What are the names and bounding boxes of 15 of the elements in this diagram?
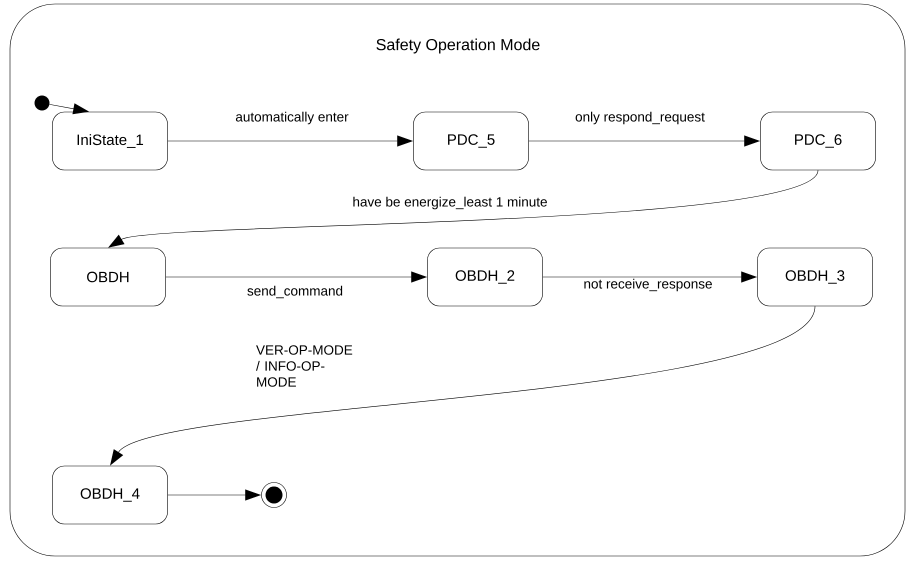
transition-label: send_command	[247, 286, 342, 298]
final-state-symbol	[261, 482, 287, 508]
transition-label: VER-OP-MODE / INFO-OP-MODE	[256, 345, 352, 387]
transition-label: only respond_request	[576, 112, 705, 124]
transition-label: automatically enter	[236, 112, 348, 124]
state-box: OBDH_4	[52, 466, 168, 524]
state-box: PDC_5	[413, 112, 529, 170]
initial-state-dot	[34, 96, 50, 110]
state-box: IniState_1	[52, 112, 168, 170]
transition-label: have be energize_least 1 minute	[353, 196, 547, 210]
state-box: PDC_6	[760, 112, 876, 170]
state-box: OBDH	[50, 248, 166, 306]
state-box: OBDH_2	[427, 248, 543, 306]
transition-label: not receive_response	[584, 278, 712, 292]
state-box: OBDH_3	[757, 248, 873, 306]
